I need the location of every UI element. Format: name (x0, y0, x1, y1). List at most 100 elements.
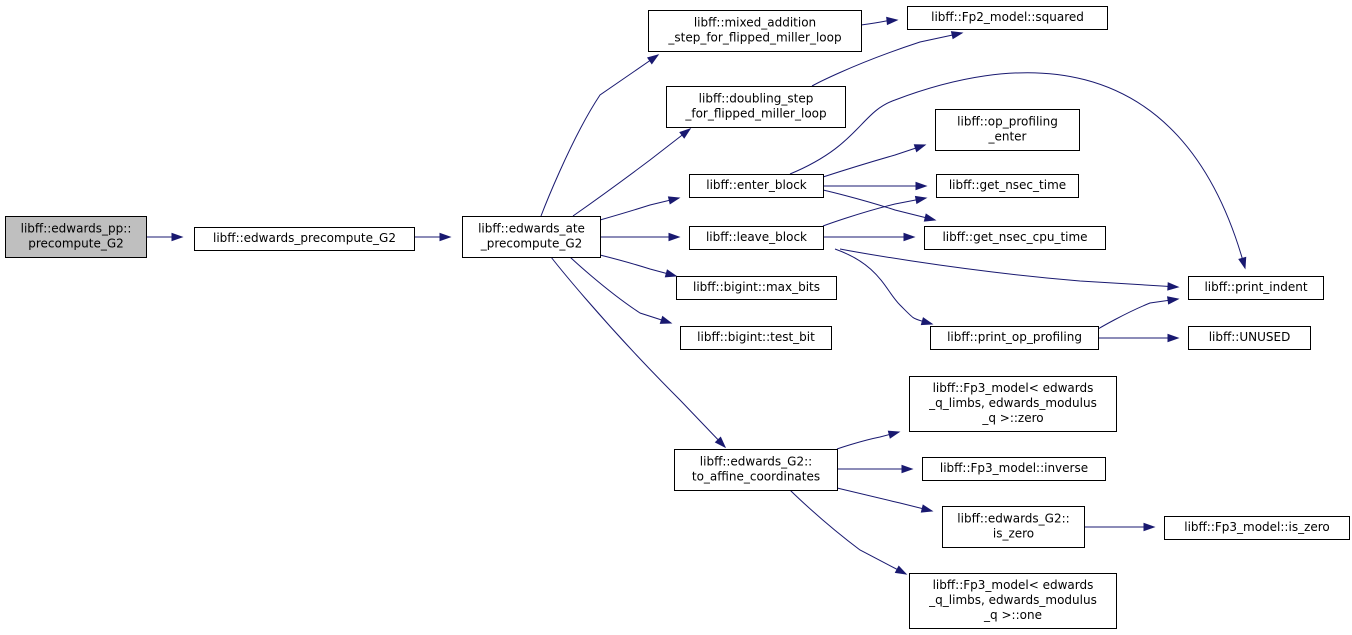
node-box (935, 109, 1080, 151)
node-fp3-one[interactable]: libff::Fp3_model< edwards_q_limbs, edwar… (909, 573, 1117, 629)
edge-to_affine-to-g2_is_zero (836, 487, 934, 513)
node-get-nsec-time[interactable]: libff::get_nsec_time (936, 174, 1079, 198)
node-fp2-squared[interactable]: libff::Fp2_model::squared (907, 6, 1108, 30)
node-label: libff::get_nsec_cpu_time (942, 230, 1087, 244)
edge-arrowhead (1238, 256, 1247, 270)
node-unused[interactable]: libff::UNUSED (1188, 326, 1311, 350)
node-label: libff::Fp2_model::squared (931, 10, 1084, 24)
edge-enter_block-to-op_prof_enter (822, 144, 927, 178)
node-label: precompute_G2 (28, 237, 124, 251)
edge-arrowhead (714, 436, 727, 449)
node-get-nsec-cpu-time[interactable]: libff::get_nsec_cpu_time (924, 226, 1106, 250)
node-box (676, 276, 837, 300)
edge-precompute_g2-to-ate_precompute (414, 232, 452, 242)
node-label: _q_limbs, edwards_modulus (928, 396, 1097, 410)
edge-arrowhead (659, 315, 673, 324)
node-mixed-addition[interactable]: libff::mixed_addition_step_for_flipped_m… (648, 10, 862, 52)
node-box (1188, 326, 1311, 350)
node-label: libff::edwards_ate (478, 222, 585, 236)
node-test-bit[interactable]: libff::bigint::test_bit (680, 326, 832, 350)
node-box (909, 376, 1117, 432)
edge-line (789, 72, 1246, 269)
node-box (666, 86, 846, 128)
node-max-bits[interactable]: libff::bigint::max_bits (676, 276, 837, 300)
node-label: libff::Fp3_model::inverse (940, 461, 1088, 475)
node-print-indent[interactable]: libff::print_indent (1188, 276, 1324, 300)
edge-arrowhead (679, 128, 692, 139)
edge-line (839, 248, 1179, 288)
node-box (930, 326, 1099, 350)
edge-arrowhead (913, 144, 927, 153)
node-box (936, 174, 1079, 198)
node-box (689, 174, 824, 198)
edge-arrowhead (887, 430, 901, 439)
node-box (1164, 516, 1350, 540)
edge-mixed_addition-to-fp2_squared (860, 16, 899, 26)
node-fp3-zero[interactable]: libff::Fp3_model< edwards_q_limbs, edwar… (909, 376, 1117, 432)
edge-leave_block-to-print_op_profiling (834, 248, 934, 326)
edge-ate_precompute-to-leave_block (600, 232, 681, 242)
node-root[interactable]: libff::edwards_pp::precompute_G2 (5, 216, 147, 258)
node-to-affine[interactable]: libff::edwards_G2::to_affine_coordinates (674, 449, 838, 491)
node-label: libff::Fp3_model::is_zero (1184, 520, 1330, 534)
node-label: libff::edwards_G2:: (700, 455, 812, 469)
edge-print_op_profiling-to-unused (1098, 333, 1180, 343)
edge-arrowhead (923, 213, 937, 222)
node-label: _step_for_flipped_miller_loop (667, 31, 841, 45)
node-box (924, 226, 1106, 250)
edge-arrowhead (667, 196, 681, 205)
node-label: _q >::zero (981, 411, 1043, 425)
node-label: libff::op_profiling (957, 115, 1058, 129)
edge-arrowhead (1143, 522, 1156, 532)
node-box (689, 226, 824, 250)
edge-enter_block-to-get_nsec_time (823, 181, 928, 191)
edge-enter_block-to-print_indent (789, 72, 1247, 270)
edges-layer (146, 16, 1247, 575)
node-g2-is-zero[interactable]: libff::edwards_G2::is_zero (942, 506, 1085, 548)
node-box (5, 216, 147, 258)
node-box (648, 10, 862, 52)
edge-line (822, 189, 936, 221)
node-label: libff::bigint::test_bit (697, 330, 815, 344)
edge-print_op_profiling-to-print_indent (1097, 296, 1180, 330)
node-doubling-step[interactable]: libff::doubling_step_for_flipped_miller_… (666, 86, 846, 128)
node-label: libff::bigint::max_bits (693, 280, 820, 294)
node-op-prof-enter[interactable]: libff::op_profiling_enter (935, 109, 1080, 151)
edge-root-to-precompute_g2 (146, 232, 184, 242)
node-fp3-inverse[interactable]: libff::Fp3_model::inverse (922, 457, 1106, 481)
edge-arrowhead (171, 232, 184, 242)
edge-arrowhead (901, 464, 914, 474)
node-box (680, 326, 832, 350)
edge-ate_precompute-to-enter_block (599, 196, 681, 221)
node-leave-block[interactable]: libff::leave_block (689, 226, 824, 250)
edge-arrowhead (920, 317, 934, 326)
edge-to_affine-to-fp3_inverse (837, 464, 914, 474)
node-ate-precompute[interactable]: libff::edwards_ate_precompute_G2 (462, 216, 601, 258)
edge-line (836, 431, 900, 450)
node-label: _precompute_G2 (480, 237, 583, 251)
node-label: _q_limbs, edwards_modulus (928, 593, 1097, 607)
node-label: libff::UNUSED (1209, 330, 1291, 344)
node-box (922, 457, 1106, 481)
node-label: libff::doubling_step (699, 92, 814, 106)
edge-arrowhead (915, 181, 928, 191)
node-label: _for_flipped_miller_loop (684, 107, 826, 121)
node-precompute-g2[interactable]: libff::edwards_precompute_G2 (194, 227, 415, 251)
edge-arrowhead (1167, 282, 1180, 291)
edge-arrowhead (439, 232, 452, 242)
node-label: libff::get_nsec_time (949, 178, 1066, 192)
edge-enter_block-to-get_nsec_cpu_time (822, 189, 937, 222)
node-label: libff::print_op_profiling (947, 330, 1082, 344)
edge-arrowhead (646, 54, 660, 65)
node-label: _enter (987, 130, 1026, 144)
node-label: libff::print_indent (1204, 280, 1307, 294)
node-enter-block[interactable]: libff::enter_block (689, 174, 824, 198)
node-print-op-profiling[interactable]: libff::print_op_profiling (930, 326, 1099, 350)
edge-arrowhead (668, 232, 681, 242)
node-fp3-is-zero[interactable]: libff::Fp3_model::is_zero (1164, 516, 1350, 540)
edge-arrowhead (950, 31, 964, 40)
edge-line (822, 197, 927, 227)
node-label: libff::edwards_G2:: (957, 512, 1069, 526)
